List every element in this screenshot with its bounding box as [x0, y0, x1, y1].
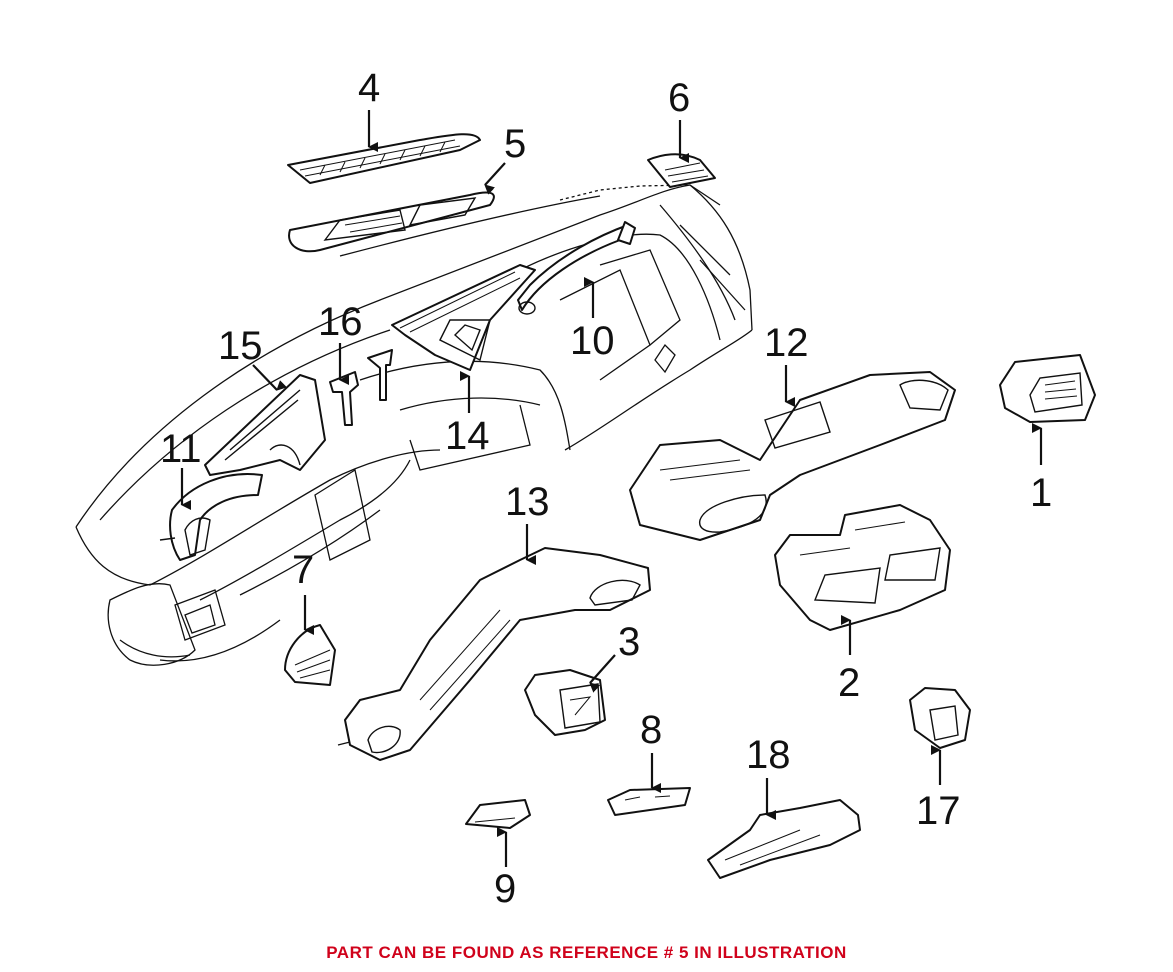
- callout-13: 13: [505, 480, 550, 524]
- part-10-duct: [517, 221, 636, 315]
- part-6-side-vent: [647, 153, 716, 188]
- callout-3: 3: [618, 620, 640, 664]
- callout-6: 6: [668, 76, 690, 120]
- leader-arrows: [180, 110, 1043, 867]
- part-12-right-duct: [629, 371, 956, 541]
- callout-15: 15: [218, 324, 263, 368]
- part-11-left-vent: [159, 473, 263, 561]
- part-1-side-vent: [999, 354, 1096, 423]
- part-7-side-vent: [284, 624, 336, 686]
- arrow-15: [252, 364, 287, 391]
- callout-7: 7: [292, 548, 314, 592]
- callout-16: 16: [318, 300, 363, 344]
- callout-17: 17: [916, 789, 961, 833]
- callout-2: 2: [838, 661, 860, 705]
- callout-12: 12: [764, 321, 809, 365]
- part-3-vent: [524, 669, 606, 736]
- arrow-5: [484, 162, 506, 195]
- callout-5: 5: [504, 122, 526, 166]
- callout-1: 1: [1030, 471, 1052, 515]
- callout-10: 10: [570, 319, 615, 363]
- part-13-left-duct: [337, 547, 651, 761]
- callout-labels: 1 2 3 4 5 6 7 8 9 10 11 12 13 14 15 16 1…: [160, 66, 1052, 911]
- dashboard-outline: [75, 184, 753, 666]
- part-16-clip: [329, 349, 393, 426]
- callout-8: 8: [640, 708, 662, 752]
- callout-14: 14: [445, 414, 490, 458]
- part-17-vent: [909, 687, 971, 749]
- part-8-trim: [607, 787, 691, 816]
- part-5-defroster-grille: [288, 191, 495, 253]
- part-18-lower-duct: [707, 799, 861, 879]
- part-2-center-vent: [774, 504, 951, 631]
- callout-9: 9: [494, 867, 516, 911]
- reference-note: PART CAN BE FOUND AS REFERENCE # 5 IN IL…: [326, 943, 847, 962]
- arrow-3: [589, 654, 616, 693]
- callout-11: 11: [160, 427, 202, 471]
- part-15-vent-bracket: [204, 374, 326, 476]
- callout-18: 18: [746, 733, 791, 777]
- callout-4: 4: [358, 66, 380, 110]
- part-4-defroster-cover: [287, 133, 481, 184]
- part-14-center-vent: [391, 264, 536, 371]
- part-9-cover: [465, 799, 531, 829]
